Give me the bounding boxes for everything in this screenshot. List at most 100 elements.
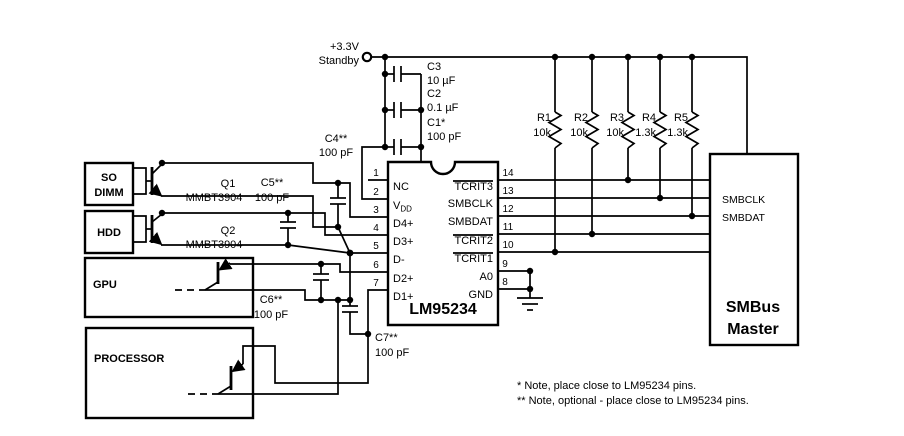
capacitor-c5: [280, 209, 296, 249]
pin9-label: A0: [480, 271, 493, 283]
note-line2: ** Note, optional - place close to LM952…: [517, 395, 749, 407]
capacitor-c6: [313, 260, 329, 304]
supply-label: +3.3V: [330, 41, 360, 53]
master-smbclk-label: SMBCLK: [722, 194, 765, 206]
pin3-label: D4+: [393, 218, 414, 230]
q2-label: Q2: [221, 225, 236, 237]
r4-label: R4: [642, 112, 656, 124]
sensor-wiring: C4** 100 pF C5** 100 pF: [161, 133, 410, 395]
c6-value: 100 pF: [254, 309, 289, 321]
pin11-label: TCRIT2: [455, 235, 494, 247]
pin2-label: VDD: [393, 200, 412, 214]
resistor-r4: R4 1.3k: [635, 57, 668, 198]
pin2-number: 2: [373, 187, 379, 198]
notes: * Note, place close to LM95234 pins. ** …: [517, 380, 749, 407]
pin8-number: 8: [502, 277, 508, 288]
capacitor-c1: [385, 139, 421, 155]
c5-label: C5**: [261, 177, 284, 189]
r3-label: R3: [610, 112, 624, 124]
pin11-number: 11: [503, 222, 514, 233]
capacitor-c4: [330, 179, 346, 231]
resistor-r1: R1 10k: [533, 57, 563, 252]
c2-value: 0.1 µF: [427, 102, 459, 114]
capacitor-c3: [385, 66, 421, 82]
resistor-r5: R5 1.3k: [667, 57, 700, 216]
pin4-label: D3+: [393, 236, 414, 248]
so-dimm-block: SO DIMM: [83, 161, 135, 207]
pin13-number: 13: [502, 186, 514, 197]
smbus-master-block: SMBCLK SMBDAT SMBus Master: [708, 152, 800, 347]
pin10-number: 10: [502, 240, 514, 251]
c4-label: C4**: [325, 133, 348, 145]
c1-value: 100 pF: [427, 131, 462, 143]
so-dimm-label1: SO: [101, 172, 117, 184]
c3-value: 10 µF: [427, 75, 456, 87]
pin6-label: D2+: [393, 273, 414, 285]
resistor-r2: R2 10k: [570, 57, 600, 234]
c3-label: C3: [427, 61, 441, 73]
gpu-label: GPU: [93, 279, 117, 291]
pin12-number: 12: [502, 204, 514, 215]
master-title-line2: Master: [727, 321, 779, 338]
gpu-sensor-transistor: [175, 258, 233, 291]
hdd-label: HDD: [97, 227, 121, 239]
pin9-number: 9: [502, 259, 508, 270]
master-smbdat-label: SMBDAT: [722, 212, 766, 224]
r1-label: R1: [537, 112, 551, 124]
c1-label: C1*: [427, 117, 446, 129]
pin7-number: 7: [373, 278, 379, 289]
pullup-resistors: R1 10k R2 10k R3 10k R4 1.3k: [533, 57, 700, 252]
q1-label: Q1: [221, 178, 236, 190]
r5-label: R5: [674, 112, 688, 124]
c5-value: 100 pF: [255, 192, 290, 204]
hdd-block: HDD: [83, 209, 135, 255]
supply-terminal: [361, 51, 373, 63]
capacitor-c7: [342, 305, 372, 338]
pin7-label: D1+: [393, 291, 414, 303]
pin1-number: 1: [373, 168, 379, 179]
pin13-label: SMBCLK: [448, 198, 494, 210]
processor-label: PROCESSOR: [94, 353, 164, 365]
gpu-block: GPU: [83, 256, 255, 319]
smbus-lines: [498, 176, 710, 311]
c7-label: C7**: [375, 332, 398, 344]
q1-transistor: Q1 MMBT3904: [133, 159, 243, 204]
master-title-line1: SMBus: [726, 299, 780, 316]
pin5-number: 5: [373, 241, 379, 252]
r2-label: R2: [574, 112, 588, 124]
resistor-r3: R3 10k: [606, 57, 636, 180]
capacitor-c2: [385, 102, 421, 118]
ic-name: LM95234: [409, 301, 477, 318]
rail-wire: [371, 56, 748, 154]
pin8-label: GND: [469, 289, 494, 301]
c7-value: 100 pF: [375, 347, 410, 359]
r4-value: 1.3k: [635, 127, 656, 139]
bypass-capacitors: C3 10 µF C2 0.1 µF C1* 100 pF: [361, 57, 462, 200]
pin1-label: NC: [393, 181, 409, 193]
c4-value: 100 pF: [319, 147, 354, 159]
pin14-number: 14: [502, 168, 514, 179]
pin14-label: TCRIT3: [455, 181, 494, 193]
so-dimm-label2: DIMM: [94, 187, 123, 199]
r2-value: 10k: [570, 127, 588, 139]
pin3-number: 3: [373, 205, 379, 216]
ic-lm95234: 1 2 3 4 5 6 7 14 13 12 11 10 9 8 NC VDD …: [368, 160, 514, 327]
pin4-number: 4: [373, 223, 379, 234]
vdd-wire: [361, 146, 388, 200]
note-line1: * Note, place close to LM95234 pins.: [517, 380, 696, 392]
ic-body: [386, 160, 500, 327]
processor-sensor-transistor: [188, 359, 246, 395]
r1-value: 10k: [533, 127, 551, 139]
supply-label2: Standby: [319, 55, 360, 67]
pin5-label: D-: [393, 254, 405, 266]
r3-value: 10k: [606, 127, 624, 139]
processor-block: PROCESSOR: [84, 326, 255, 420]
c6-label: C6**: [260, 294, 283, 306]
pin12-label: SMBDAT: [448, 216, 493, 228]
q1-part: MMBT3904: [186, 192, 243, 204]
r5-value: 1.3k: [667, 127, 688, 139]
ground-symbol: [517, 297, 543, 311]
pin6-number: 6: [373, 260, 379, 271]
